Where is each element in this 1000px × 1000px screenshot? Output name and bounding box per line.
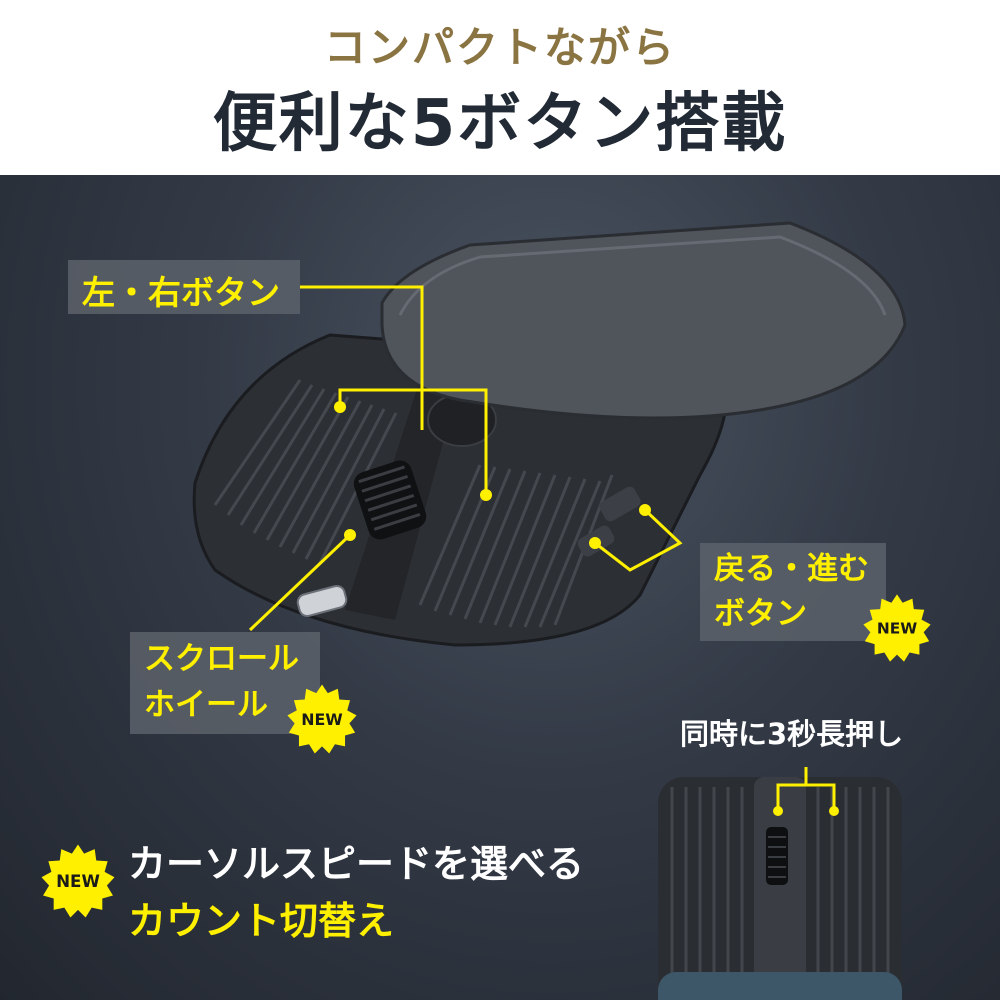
callout-label-line1: スクロール [144,641,299,677]
callout-lines [248,285,683,632]
new-badge-speed: NEW [40,843,116,919]
new-badge-back-forward: NEW [862,593,932,663]
inset-ribs [670,787,890,997]
header: コンパクトながら 便利な5ボタン搭載 [0,0,1000,175]
mouse-lid [380,221,907,420]
mouse-top-view-inset [658,767,902,1000]
inset-callout-lines [776,767,836,809]
usb-c-port [296,584,348,618]
callout-back-forward-buttons: 戻る・進む ボタン [700,543,886,641]
callout-label-line1: 戻る・進む [714,551,869,587]
page-title: 便利な5ボタン搭載 [212,87,788,161]
scroll-wheel[interactable] [351,457,430,542]
badge-text: NEW [56,871,100,891]
callout-label-line2: ボタン [714,596,807,632]
new-badge-scroll-wheel: NEW [286,683,358,755]
badge-text: NEW [877,620,917,638]
callout-dots [334,401,651,549]
feature-line2: カウント切替え [128,899,395,943]
lid-highlight [398,235,887,316]
callout-scroll-wheel: スクロール ホイール [130,632,320,734]
forward-side-button[interactable] [597,484,643,523]
product-stage: 左・右ボタン 戻る・進む ボタン スクロール ホイール NEW NEW NEW … [0,175,1000,1000]
mouse-illustration [192,221,907,647]
callout-label-line2: ホイール [144,687,268,723]
callout-left-right-buttons: 左・右ボタン [68,260,300,314]
feature-line1: カーソルスピードを選べる [128,842,585,886]
badge-text: NEW [301,710,343,729]
hold-instruction: 同時に3秒長押し [680,717,904,751]
callout-label: 左・右ボタン [82,273,280,312]
inset-blue-lid [658,972,902,1000]
page-subtitle: コンパクトながら [323,23,676,72]
